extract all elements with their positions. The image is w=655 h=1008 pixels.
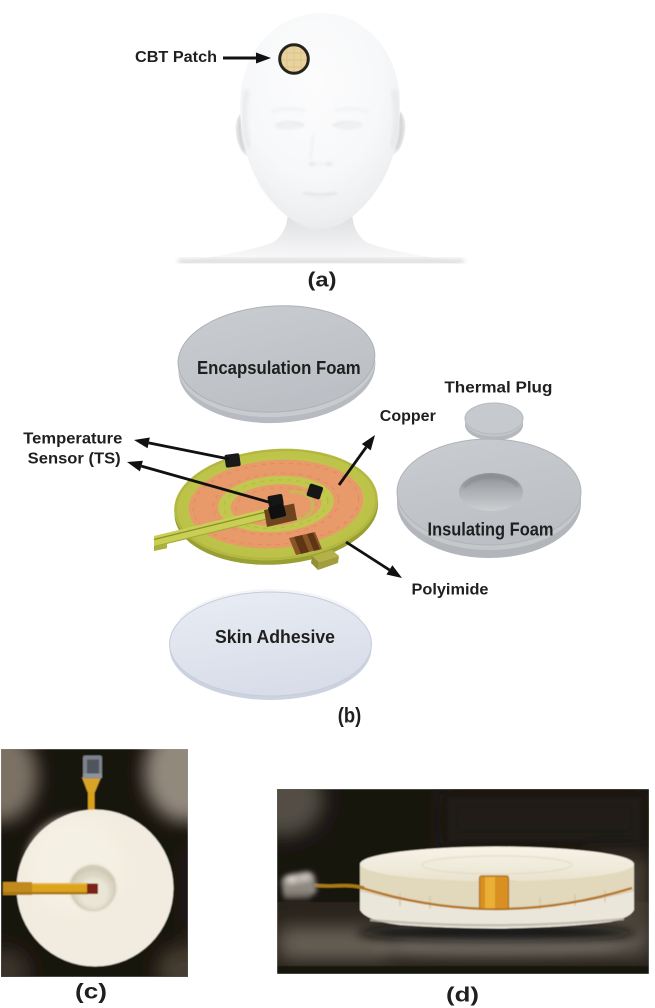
svg-text:Encapsulation Foam: Encapsulation Foam (197, 357, 361, 378)
svg-text:(a): (a) (308, 270, 337, 292)
svg-text:CBT Patch: CBT Patch (135, 49, 217, 66)
svg-text:(c): (c) (75, 981, 107, 1004)
svg-text:(d): (d) (446, 985, 479, 1007)
svg-text:Insulating Foam: Insulating Foam (428, 518, 554, 539)
svg-text:(b): (b) (338, 705, 362, 728)
svg-text:Polyimide: Polyimide (412, 581, 489, 598)
svg-text:Thermal Plug: Thermal Plug (444, 379, 552, 396)
svg-text:Copper: Copper (380, 408, 436, 425)
svg-text:Skin Adhesive: Skin Adhesive (215, 627, 335, 647)
svg-text:Temperature: Temperature (23, 431, 122, 448)
svg-text:Sensor (TS): Sensor (TS) (28, 451, 121, 468)
